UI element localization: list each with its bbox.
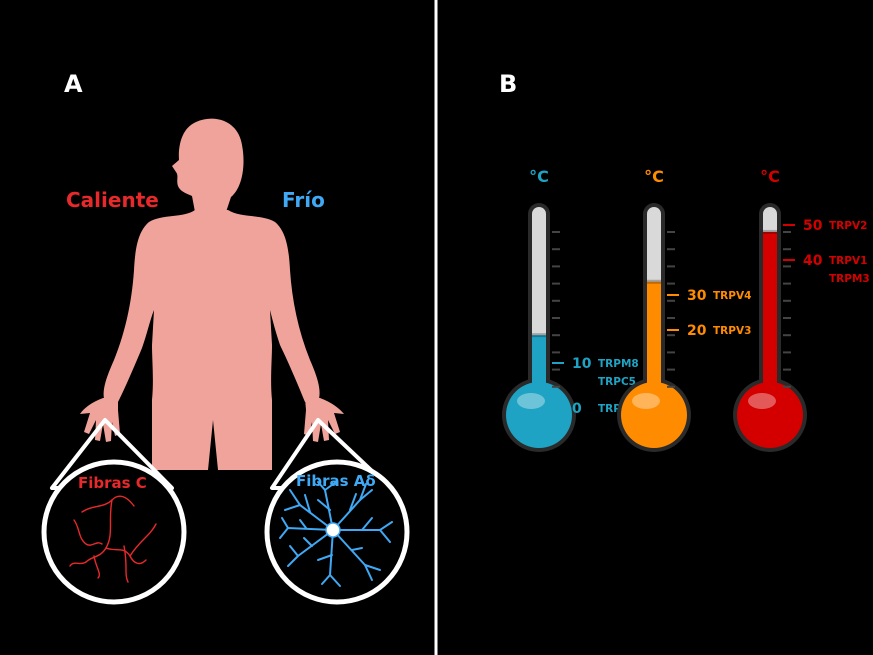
trp-channel-label: TRPM8 bbox=[598, 358, 639, 370]
temperature-value: 40 bbox=[803, 253, 823, 269]
thermometer-fill-meniscus bbox=[647, 279, 661, 284]
trp-channel-label: TRPV2 bbox=[829, 220, 867, 232]
thermometer-unit-label: °C bbox=[529, 167, 549, 186]
temperature-value: 0 bbox=[572, 401, 582, 417]
thermometer-unit-label: °C bbox=[760, 167, 780, 186]
temperature-value: 20 bbox=[687, 323, 707, 339]
temperature-value: 30 bbox=[687, 288, 707, 304]
fiber-c-circle bbox=[41, 459, 187, 605]
neuron-soma bbox=[325, 522, 341, 538]
panel-b-letter: B bbox=[499, 70, 517, 98]
fiber-c-nerve-drawing bbox=[69, 495, 157, 583]
temperature-value: 50 bbox=[803, 218, 823, 234]
thermometer-fill bbox=[763, 231, 777, 410]
thermometer-bulb-highlight bbox=[748, 393, 776, 409]
fiber-c-label: Fibras C bbox=[78, 474, 147, 492]
panel-a-letter: A bbox=[64, 70, 83, 98]
thermometer-bulb-highlight bbox=[632, 393, 660, 409]
trp-channel-label: TRPM3 bbox=[829, 273, 870, 285]
panel-a: A Caliente Frío Fibras bbox=[41, 70, 410, 605]
human-silhouette bbox=[80, 118, 344, 470]
thermometer-2: °C 30 TRPV4 20 TRPV3 bbox=[617, 167, 751, 452]
trp-channel-label: TRPV1 bbox=[829, 255, 867, 267]
trp-channel-label: TRPV4 bbox=[713, 290, 751, 302]
fiber-ad-label: Fibras Aδ bbox=[296, 472, 376, 490]
cold-label: Frío bbox=[282, 188, 325, 212]
trp-channel-label: TRPV3 bbox=[713, 325, 751, 337]
thermometer-bulb bbox=[506, 382, 572, 448]
thermometer-bulb bbox=[737, 382, 803, 448]
thermometer-fill-meniscus bbox=[763, 229, 777, 234]
temperature-value: 10 bbox=[572, 356, 592, 372]
thermometer-bulb bbox=[621, 382, 687, 448]
fiber-ad-nerve-drawing bbox=[279, 481, 393, 587]
trp-channel-label: TRPC5 bbox=[598, 376, 636, 388]
thermometer-fill-meniscus bbox=[532, 333, 546, 338]
hot-label: Caliente bbox=[66, 188, 159, 212]
thermometer-unit-label: °C bbox=[644, 167, 664, 186]
thermometer-fill bbox=[647, 281, 661, 410]
thermometer-bulb-highlight bbox=[517, 393, 545, 409]
